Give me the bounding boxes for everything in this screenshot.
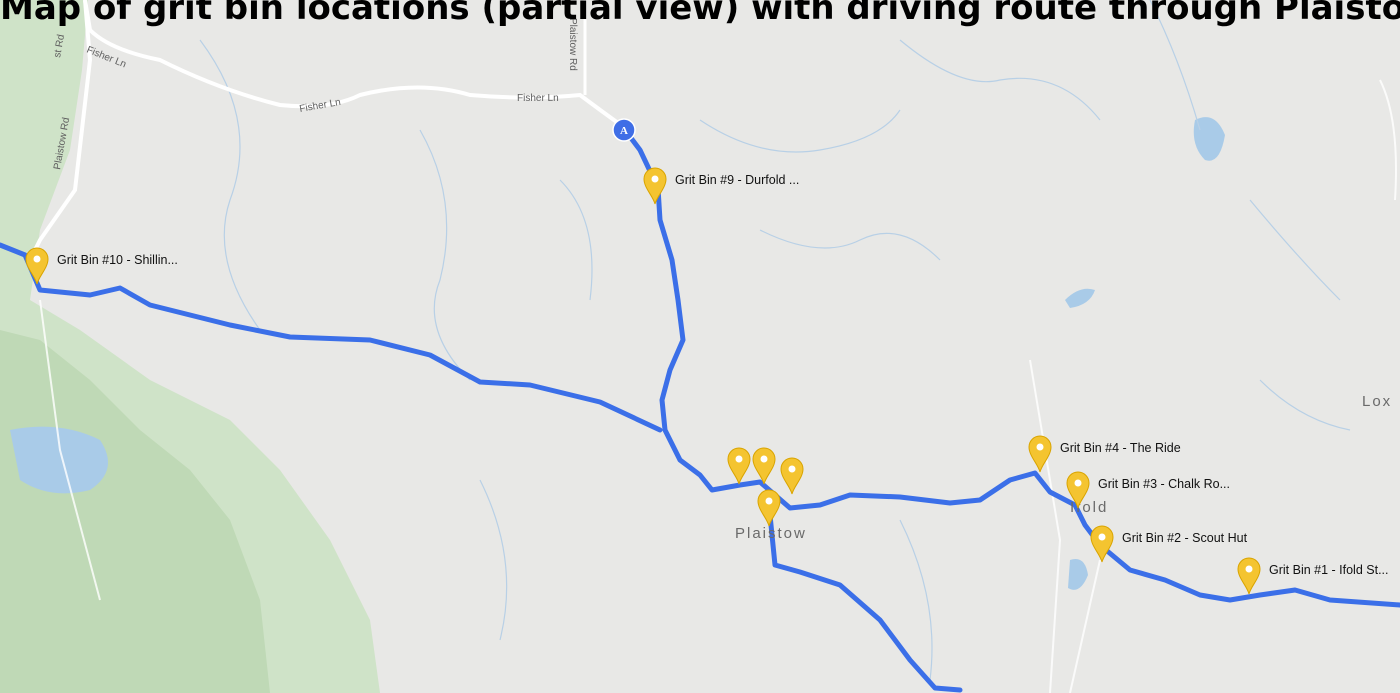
- grit-bin-pin[interactable]: [752, 447, 776, 485]
- pin-icon: [780, 457, 804, 495]
- pin-layer: Grit Bin #9 - Durfold ... Grit Bin #10 - …: [25, 167, 1389, 595]
- grit-bin-pin[interactable]: [780, 457, 804, 495]
- road-label: Fisher Ln: [517, 93, 559, 104]
- pin-dot: [1036, 443, 1044, 451]
- grit-bin-pin[interactable]: Grit Bin #1 - Ifold St...: [1237, 557, 1389, 595]
- grit-bin-pin[interactable]: Grit Bin #3 - Chalk Ro...: [1066, 471, 1230, 509]
- pin-icon: [757, 489, 781, 527]
- pin-icon: [25, 247, 49, 285]
- pin-icon: [643, 167, 667, 205]
- pin-label: Grit Bin #9 - Durfold ...: [675, 173, 799, 187]
- lake: [1068, 559, 1088, 590]
- pin-dot: [1074, 479, 1082, 487]
- town-label-lox: Lox: [1362, 393, 1392, 410]
- pin-dot: [33, 255, 41, 263]
- lake: [10, 426, 108, 494]
- grit-bin-pin[interactable]: [727, 447, 751, 485]
- pin-icon: [1028, 435, 1052, 473]
- pin-dot: [1245, 565, 1253, 573]
- pin-label: Grit Bin #3 - Chalk Ro...: [1098, 477, 1230, 491]
- pin-dot: [651, 175, 659, 183]
- forest-area: [0, 330, 270, 693]
- pin-dot: [1098, 533, 1106, 541]
- grit-bin-pin[interactable]: Grit Bin #10 - Shillin...: [25, 247, 178, 285]
- grit-bin-pin[interactable]: Grit Bin #2 - Scout Hut: [1090, 525, 1248, 563]
- grit-bin-pin[interactable]: Grit Bin #9 - Durfold ...: [643, 167, 799, 205]
- pin-icon: [752, 447, 776, 485]
- pin-label: Grit Bin #4 - The Ride: [1060, 441, 1181, 455]
- start-marker[interactable]: A: [612, 118, 636, 142]
- streams: [199, 0, 1351, 681]
- pin-icon: [727, 447, 751, 485]
- pin-label: Grit Bin #10 - Shillin...: [57, 253, 178, 267]
- pin-label: Grit Bin #2 - Scout Hut: [1122, 531, 1248, 545]
- pin-icon: [1090, 525, 1114, 563]
- town-label-plaistow: Plaistow: [735, 525, 807, 542]
- grit-bin-pin[interactable]: [757, 489, 781, 527]
- pin-icon: [1066, 471, 1090, 509]
- road-label: st Rd: [52, 34, 67, 59]
- lake: [1065, 288, 1095, 308]
- road-label: Fisher Ln: [299, 97, 342, 115]
- pin-icon: [1237, 557, 1261, 595]
- plaistow-road-west: [28, 0, 93, 261]
- pin-dot: [760, 455, 768, 463]
- fisher-lane-road: [83, 0, 627, 130]
- pin-dot: [788, 465, 796, 473]
- pin-dot: [765, 497, 773, 505]
- driving-route: [0, 127, 1400, 693]
- page-heading: Map of grit bin locations (partial view)…: [0, 0, 1400, 28]
- pin-dot: [735, 455, 743, 463]
- lake: [1193, 117, 1225, 161]
- minor-roads: [39, 79, 1397, 693]
- grit-bin-pin[interactable]: Grit Bin #4 - The Ride: [1028, 435, 1181, 473]
- road-label: Plaistow Rd: [567, 18, 578, 71]
- pin-label: Grit Bin #1 - Ifold St...: [1269, 563, 1389, 577]
- start-marker-label: A: [620, 125, 628, 137]
